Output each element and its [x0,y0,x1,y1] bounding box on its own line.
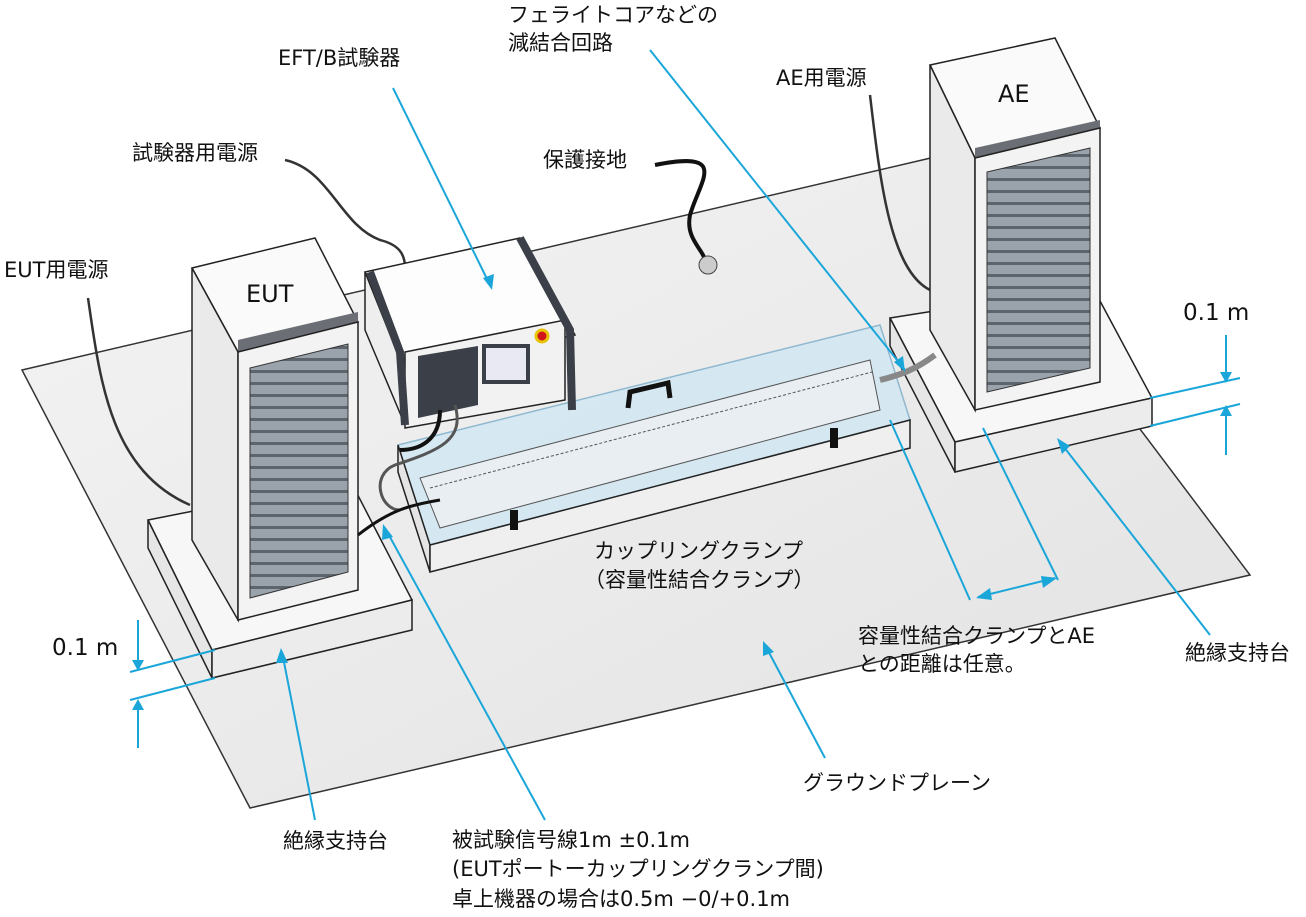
tester-handle-right [516,236,576,411]
ground-plane-label: グラウンドプレーン [803,771,991,795]
ae-rack-units [986,147,1091,393]
clamp-rail [429,371,873,489]
cable-note-line3: 卓上機器の場合は0.5m −0/+0.1m [452,887,790,911]
emergency-stop-button [534,328,550,344]
ae-cabinet-trim [975,120,1100,158]
tester-screen [486,348,526,380]
eut-support-front [211,599,413,679]
cable-note-line1: 被試験信号線1m ±0.1m [452,828,690,852]
height-dimension-left [129,620,216,748]
height-label-left: 0.1 m [52,635,118,661]
tester-handle-left [366,270,409,426]
tester-ground-cable [378,404,459,512]
signal-cable-ae [879,352,937,383]
ae-power-cable [868,94,931,292]
clamp-handle [625,379,673,409]
earth-terminal [698,255,718,275]
ferrite-label-line2: 減結合回路 [508,31,613,55]
coupling-clamp-label-line2: （容量性結合クランプ） [584,568,814,592]
coupling-clamp-front [429,419,911,573]
distance-note-line2: との距離は任意。 [858,652,1026,676]
earth-cable [654,159,707,263]
height-label-right: 0.1 m [1183,300,1249,326]
coupling-clamp-label-line1: カップリングクランプ [594,539,803,563]
insulating-support-right-label: 絶縁支持台 [1185,641,1290,665]
ae-label: AE [998,80,1030,108]
tester-port-panel [418,346,478,418]
eut-label: EUT [246,280,294,308]
ferrite-label-line1: フェライトコアなどの [508,3,718,27]
clamp-foot [830,428,838,448]
distance-dimension [889,419,1059,601]
eft-tester-label: EFT/B試験器 [278,46,400,70]
coupling-clamp-plate [419,359,881,529]
ae-power-label: AE用電源 [776,66,867,90]
insulating-support-left-label: 絶縁支持台 [283,829,388,853]
clamp-foot [510,510,518,530]
tester-power-label: 試験器用電源 [132,141,258,165]
height-dimension-right [1149,335,1241,455]
tester-power-cable [284,158,407,269]
cable-note-line2: (EUTポートーカップリングクランプ間) [452,857,824,881]
protective-earth-label: 保護接地 [543,148,627,172]
eut-cabinet-trim [238,312,358,352]
eut-rack-units [249,343,349,599]
leader-lines [276,49,1211,821]
signal-cable-eut [357,498,441,537]
distance-note-line1: 容量性結合クランプとAE [858,624,1095,648]
eut-power-label: EUT用電源 [4,258,108,282]
tester-output-cable [399,409,442,452]
eut-power-cable [86,297,191,507]
